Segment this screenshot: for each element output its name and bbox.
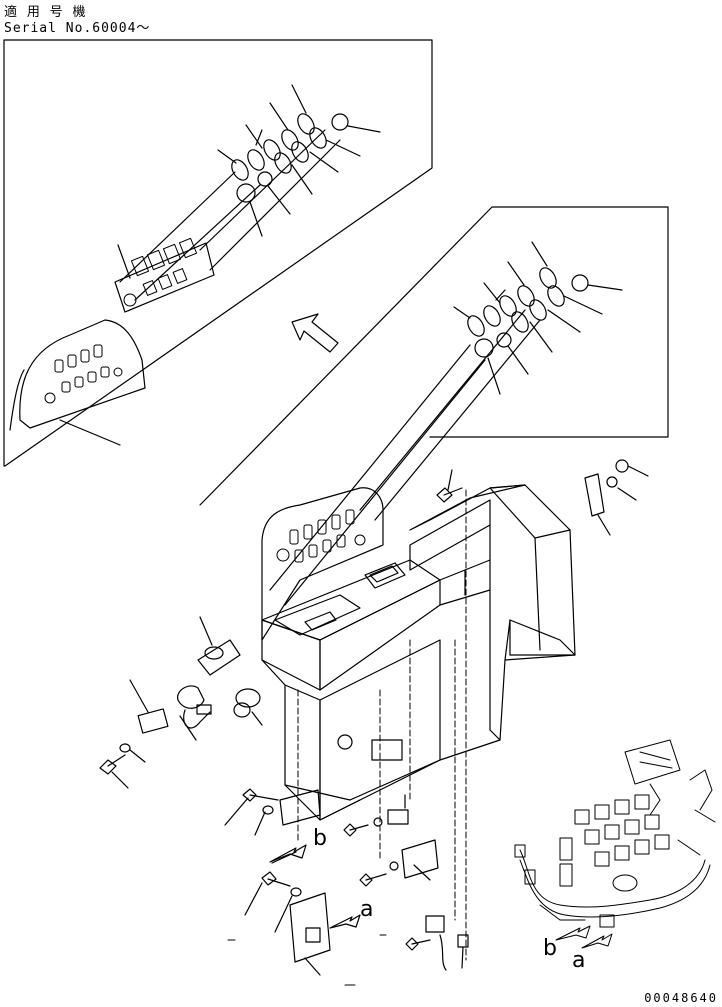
console-body bbox=[261, 484, 576, 961]
reference-label-a: a bbox=[360, 897, 374, 922]
arrow-a-left bbox=[329, 914, 361, 929]
applicability-heading: 適 用 号 機 bbox=[4, 5, 87, 20]
wiring-harness bbox=[514, 739, 716, 949]
hardware-parts bbox=[99, 459, 649, 976]
serial-number-range: Serial No.60004～ bbox=[4, 21, 151, 36]
detail-frame-upper bbox=[3, 39, 433, 467]
direction-arrow bbox=[291, 313, 339, 353]
arrow-a-right bbox=[581, 933, 613, 949]
document-number: 00048640 bbox=[644, 991, 718, 1005]
arrow-b-right bbox=[555, 925, 591, 941]
detail-frame-right bbox=[199, 206, 669, 606]
reference-label-b: b bbox=[313, 826, 327, 851]
arrow-b-left bbox=[269, 844, 307, 863]
reference-label-b-harness: b bbox=[543, 936, 557, 961]
reference-label-a-harness: a bbox=[572, 948, 586, 973]
